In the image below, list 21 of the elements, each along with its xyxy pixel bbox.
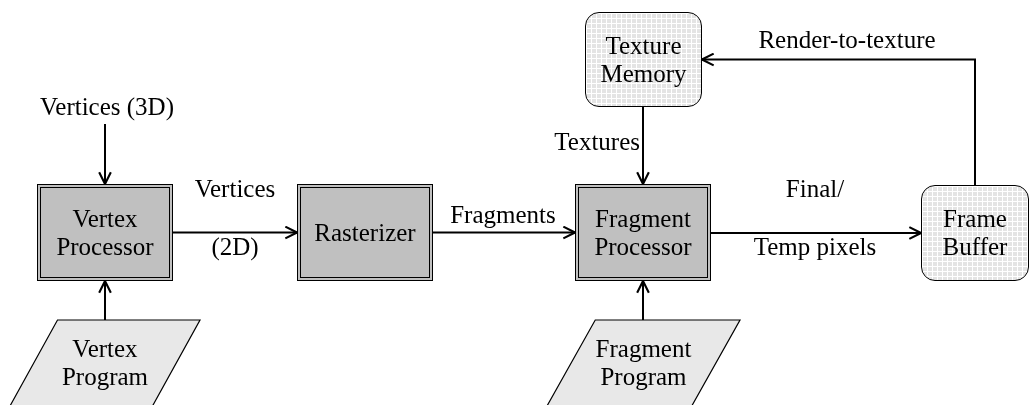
arrow [98,279,112,321]
processor-box: Rasterizer [297,184,433,281]
edge-label: Textures [554,128,640,156]
processor-box: Vertex Processor [37,184,173,281]
memory-box: Texture Memory [585,12,702,107]
program-parallelogram: Fragment Program [547,320,740,405]
arrow [98,123,112,186]
edge-label: Fragments [450,201,556,229]
program-parallelogram: Vertex Program [10,320,200,405]
arrow [432,225,577,240]
processor-box: Fragment Processor [575,184,711,281]
arrow [636,279,650,321]
input-label: Vertices (3D) [18,90,196,124]
arrow [172,225,299,240]
edge-label: Vertices (2D) [194,174,276,263]
arrow [636,106,650,186]
edge-label: Final/ Temp pixels [753,174,877,262]
arrow [710,226,923,240]
edge-label: Render-to-texture [758,26,936,54]
memory-box: Frame Buffer [921,185,1029,281]
arrow [700,52,976,186]
